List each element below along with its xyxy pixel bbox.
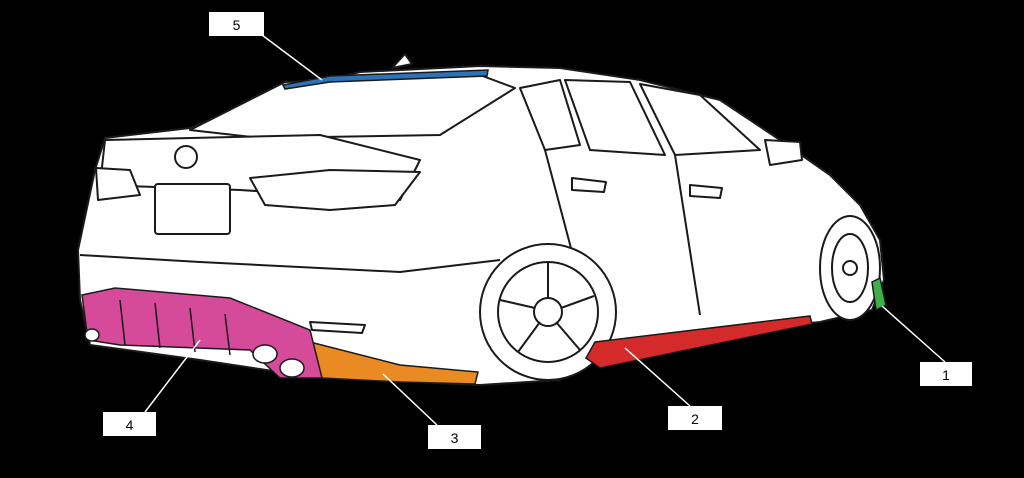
taillight-left xyxy=(95,167,141,201)
emblem xyxy=(174,145,198,169)
taillight-right xyxy=(249,169,421,211)
part-1-front-canard xyxy=(871,276,887,312)
side-window-quarter xyxy=(639,83,761,156)
reflector xyxy=(309,321,366,334)
exhaust-tip-right xyxy=(279,358,305,378)
side-mirror xyxy=(764,139,803,166)
exhaust-tip-left xyxy=(252,344,278,364)
aero-parts xyxy=(81,69,887,385)
leader-line-2 xyxy=(624,347,691,407)
antenna xyxy=(391,53,413,69)
door-handle-rear xyxy=(571,177,607,193)
leader-line-3 xyxy=(382,373,438,426)
part-5-roof-spoiler xyxy=(281,69,489,90)
callout-label-4: 4 xyxy=(103,412,156,436)
side-window-rear xyxy=(519,79,581,151)
leader-lines xyxy=(144,34,946,426)
callout-label-3: 3 xyxy=(428,425,481,449)
car-illustration xyxy=(77,53,885,386)
exhaust-tip-far xyxy=(84,328,100,342)
callout-label-1: 1 xyxy=(920,362,972,386)
leader-line-5 xyxy=(261,34,323,81)
leader-line-1 xyxy=(881,305,946,363)
leader-line-4 xyxy=(144,339,201,413)
callout-label-5: 5 xyxy=(209,12,264,36)
door-handle-front xyxy=(689,184,723,199)
side-window-front xyxy=(564,79,666,156)
license-plate xyxy=(154,183,231,235)
part-2-side-skirt xyxy=(585,315,813,369)
callout-label-2: 2 xyxy=(668,406,722,430)
rear-bumper-line xyxy=(79,254,501,273)
